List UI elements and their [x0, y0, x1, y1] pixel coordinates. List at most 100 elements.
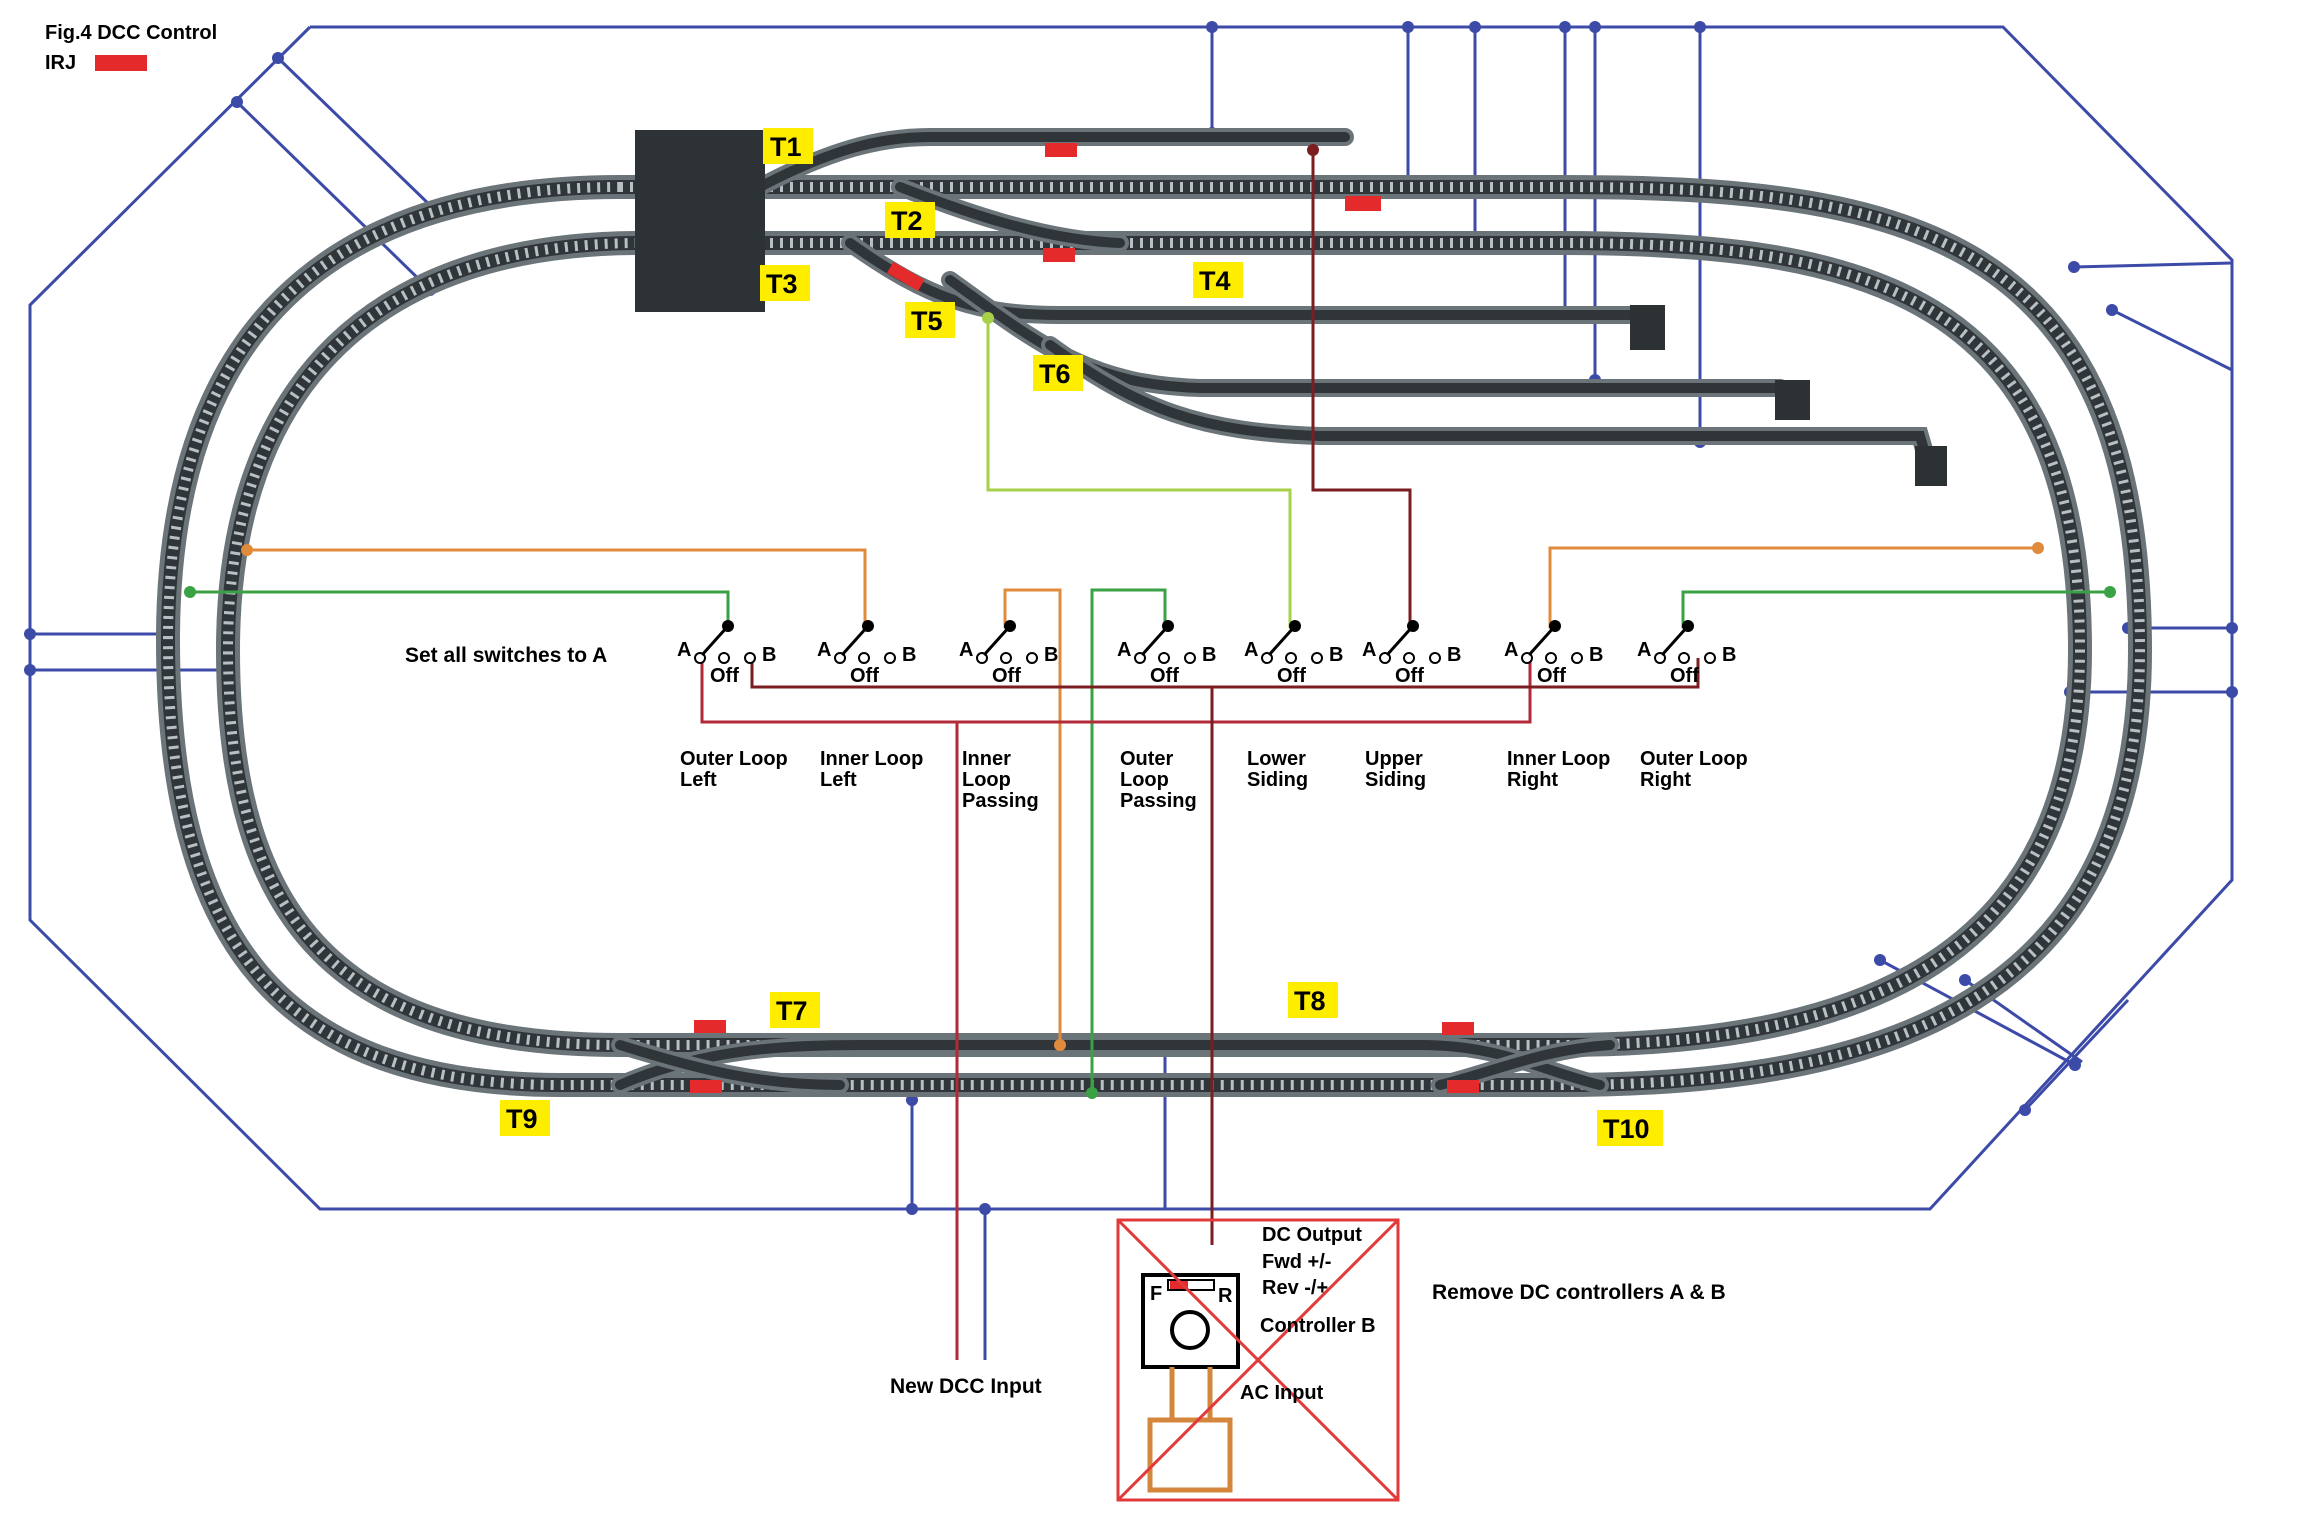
- switch-lever: [1267, 624, 1297, 657]
- controller-line-1: DC Output: [1262, 1224, 1362, 1246]
- turnout-labels: T1 T2 T3 T4 T5 T6 T7 T8 T9 T10: [500, 128, 1663, 1146]
- terminal-off: [1158, 652, 1170, 664]
- switch-label-b: B: [1447, 644, 1461, 666]
- controller-line-2: Fwd +/-: [1262, 1251, 1331, 1273]
- turnout-label-t7: T7: [776, 996, 808, 1026]
- irj-markers: [690, 143, 1479, 1093]
- turnout-label-t2: T2: [891, 206, 923, 236]
- terminal-off: [1000, 652, 1012, 664]
- switch-lever: [1660, 624, 1690, 657]
- terminal-a: [1654, 652, 1666, 664]
- terminal-off: [1285, 652, 1297, 664]
- switch-name-line: Outer Loop: [680, 748, 788, 770]
- turnout-label-t4: T4: [1199, 266, 1231, 296]
- switch-label-off: Off: [1395, 665, 1424, 687]
- switch-name-line: Inner: [962, 748, 1011, 770]
- switch-label-a: A: [677, 639, 691, 661]
- controller-name: Controller B: [1260, 1315, 1376, 1337]
- switch-name-line: Lower: [1247, 748, 1306, 770]
- switch-label-off: Off: [1277, 665, 1306, 687]
- tunnel-portal: [635, 130, 765, 312]
- controller-fwd-label: F: [1150, 1283, 1162, 1305]
- irj-legend-swatch: [95, 55, 147, 71]
- switch-label-b: B: [902, 644, 916, 666]
- ac-transformer: [1147, 1417, 1233, 1493]
- controller-rev-label: R: [1218, 1285, 1233, 1307]
- turnout-label-t10: T10: [1603, 1114, 1650, 1144]
- controller-b-group: F R DC Output Fwd +/- Rev -/+ Controller…: [1116, 1218, 1400, 1502]
- switch-label-a: A: [1504, 639, 1518, 661]
- speed-knob-icon: [1170, 1310, 1210, 1350]
- terminal-b: [744, 652, 756, 664]
- switch-name-line: Outer: [1120, 748, 1174, 770]
- terminal-b: [1184, 652, 1196, 664]
- switch-label-a: A: [1362, 639, 1376, 661]
- terminal-b: [1704, 652, 1716, 664]
- switch-label-a: A: [959, 639, 973, 661]
- terminal-off: [1545, 652, 1557, 664]
- switch-buses: [700, 658, 1700, 1360]
- terminal-a: [1261, 652, 1273, 664]
- terminal-off: [1403, 652, 1415, 664]
- terminal-a: [834, 652, 846, 664]
- terminal-off: [1678, 652, 1690, 664]
- blue-feed-bus: [28, 25, 2234, 1360]
- figure-title: Fig.4 DCC Control: [45, 22, 217, 44]
- switch-label-a: A: [1637, 639, 1651, 661]
- switch-name-line: Loop: [962, 769, 1011, 791]
- switch-pivot: [1004, 620, 1016, 632]
- turnout-label-t8: T8: [1294, 986, 1326, 1016]
- switch-lever: [982, 624, 1012, 657]
- terminal-b: [1311, 652, 1323, 664]
- switch-label-a: A: [1117, 639, 1131, 661]
- switch-name-line: Siding: [1365, 769, 1426, 791]
- switch-feed-wires: [184, 144, 2116, 1099]
- switch-name-line: Upper: [1365, 748, 1423, 770]
- switch-lever: [840, 624, 870, 657]
- switch-name-line: Inner Loop: [820, 748, 923, 770]
- switch-lever: [700, 624, 730, 657]
- terminal-a: [1134, 652, 1146, 664]
- terminal-b: [1026, 652, 1038, 664]
- switch-label-off: Off: [1537, 665, 1566, 687]
- direction-indicator: [1167, 1279, 1215, 1291]
- turnout-label-t3: T3: [766, 269, 798, 299]
- terminal-a: [1379, 652, 1391, 664]
- terminal-b: [884, 652, 896, 664]
- switch-name-line: Siding: [1247, 769, 1308, 791]
- switch-lever: [1527, 624, 1557, 657]
- switch-pivot: [722, 620, 734, 632]
- terminal-off: [718, 652, 730, 664]
- strike-cross-b: [1116, 1218, 1400, 1502]
- switch-name-line: Inner Loop: [1507, 748, 1610, 770]
- switch-name-line: Left: [680, 769, 717, 791]
- switch-pivot: [1162, 620, 1174, 632]
- terminal-a: [1521, 652, 1533, 664]
- switch-label-off: Off: [992, 665, 1021, 687]
- turnout-label-t6: T6: [1039, 359, 1071, 389]
- switch-name-line: Left: [820, 769, 857, 791]
- switch-label-b: B: [1044, 644, 1058, 666]
- switch-label-off: Off: [1150, 665, 1179, 687]
- switch-name-line: Right: [1507, 769, 1558, 791]
- removed-controller-frame: [1116, 1218, 1400, 1502]
- switch-label-off: Off: [710, 665, 739, 687]
- switch-label-b: B: [1722, 644, 1736, 666]
- switch-label-a: A: [1244, 639, 1258, 661]
- switch-label-off: Off: [1670, 665, 1699, 687]
- switch-pivot: [1289, 620, 1301, 632]
- switch-label-b: B: [1589, 644, 1603, 666]
- switch-pivot: [862, 620, 874, 632]
- terminal-b: [1429, 652, 1441, 664]
- dcc-input-label: New DCC Input: [890, 1375, 1042, 1398]
